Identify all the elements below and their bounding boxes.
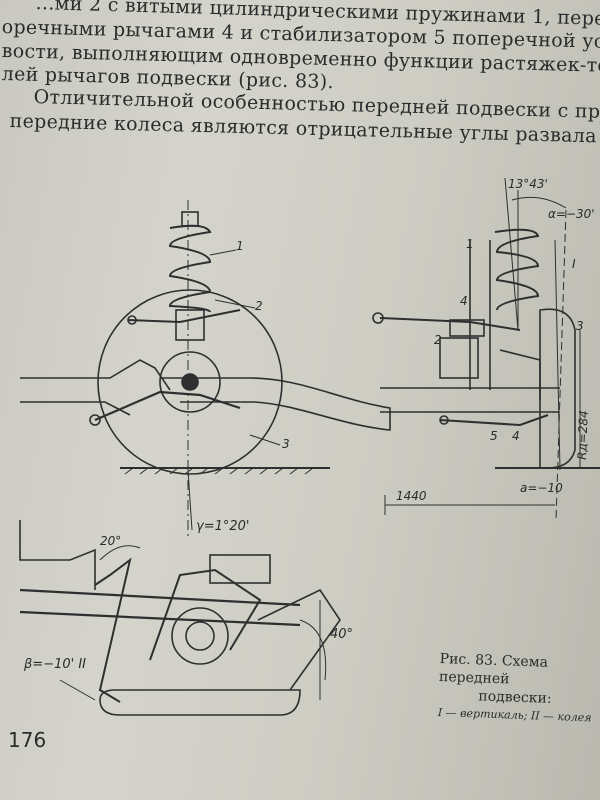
- vertical-label-I: I: [572, 257, 576, 271]
- kingpin-angle-label: 13°43': [508, 177, 548, 191]
- front-coil-spring: [494, 228, 540, 311]
- part-label-3: 3: [282, 437, 290, 451]
- part-label-1: 1: [236, 239, 244, 253]
- angle-40-label: 40°: [330, 627, 353, 642]
- camber-angle-label: α=−30': [548, 207, 595, 221]
- kingpin-axis: [504, 177, 519, 331]
- knuckle: [499, 349, 541, 400]
- top-mount: [181, 211, 199, 227]
- upper-arm-pivot: [127, 315, 137, 325]
- hub-plan-outer: [171, 607, 229, 665]
- leader-3: [249, 434, 281, 446]
- strut-body: [175, 309, 205, 341]
- upper-arm: [127, 309, 241, 324]
- figure-caption: Рис. 83. Схема передней подвески: I — ве…: [437, 650, 600, 728]
- hub-outline: [159, 351, 221, 413]
- wheel-plan-front: [99, 689, 301, 716]
- upper-bracket: [449, 319, 485, 337]
- front-label-4b: 4: [512, 429, 520, 443]
- body-outline: [19, 520, 96, 590]
- lower-arm-pivot: [89, 414, 101, 426]
- angle-40-arc: [299, 619, 327, 681]
- front-view-drawing: [372, 177, 600, 521]
- body-mount: [439, 337, 479, 379]
- frame-longitudinal-2: [19, 610, 301, 627]
- coil-spring: [168, 224, 212, 313]
- front-label-4: 4: [460, 294, 468, 308]
- leader-1: [209, 249, 237, 256]
- plan-view-drawing: [19, 520, 341, 716]
- angle-20-arc: [99, 545, 141, 561]
- ground-hatching: [124, 467, 314, 475]
- page-number: 176: [8, 728, 47, 752]
- steering-box: [209, 554, 271, 584]
- lower-control-arm: [439, 414, 549, 427]
- beta-angle-label: β=−10' II: [23, 657, 86, 672]
- front-label-1: 1: [466, 237, 474, 251]
- caption-title: Рис. 83. Схема передней: [438, 650, 549, 688]
- wheel-outline: [97, 289, 283, 475]
- kingpin-angle-arc: [511, 196, 567, 209]
- lower-bar: [160, 377, 391, 431]
- hub-plan-inner: [185, 621, 215, 651]
- steering-knob: [372, 312, 384, 324]
- front-label-5: 5: [490, 429, 498, 443]
- leader-2: [214, 299, 256, 309]
- beta-leader: [59, 679, 96, 701]
- shock-body: [469, 240, 491, 390]
- hub-center: [181, 373, 199, 391]
- frame-longitudinal: [19, 588, 301, 607]
- part-label-2: 2: [255, 299, 263, 313]
- control-arm-plan: [149, 568, 262, 661]
- side-view-drawing: [20, 200, 391, 540]
- track-width-label: 1440: [396, 489, 427, 503]
- tyre-centerline: [554, 239, 561, 471]
- steering-link: [94, 557, 132, 703]
- lower-arm: [94, 390, 241, 422]
- upper-control-arm: [379, 317, 521, 331]
- front-label-3: 3: [576, 319, 584, 333]
- camber-angle-bottom-label: a=−10: [520, 481, 563, 495]
- lower-pivot: [439, 415, 449, 425]
- gamma-line: [187, 469, 193, 531]
- front-label-2: 2: [434, 333, 442, 347]
- radius-label: Rд=284: [575, 410, 591, 460]
- gamma-angle-label: γ=1°20': [196, 519, 249, 534]
- wheel-plan-turned: [257, 588, 341, 691]
- frame-member: [20, 359, 171, 416]
- angle-20-label: 20°: [100, 534, 121, 548]
